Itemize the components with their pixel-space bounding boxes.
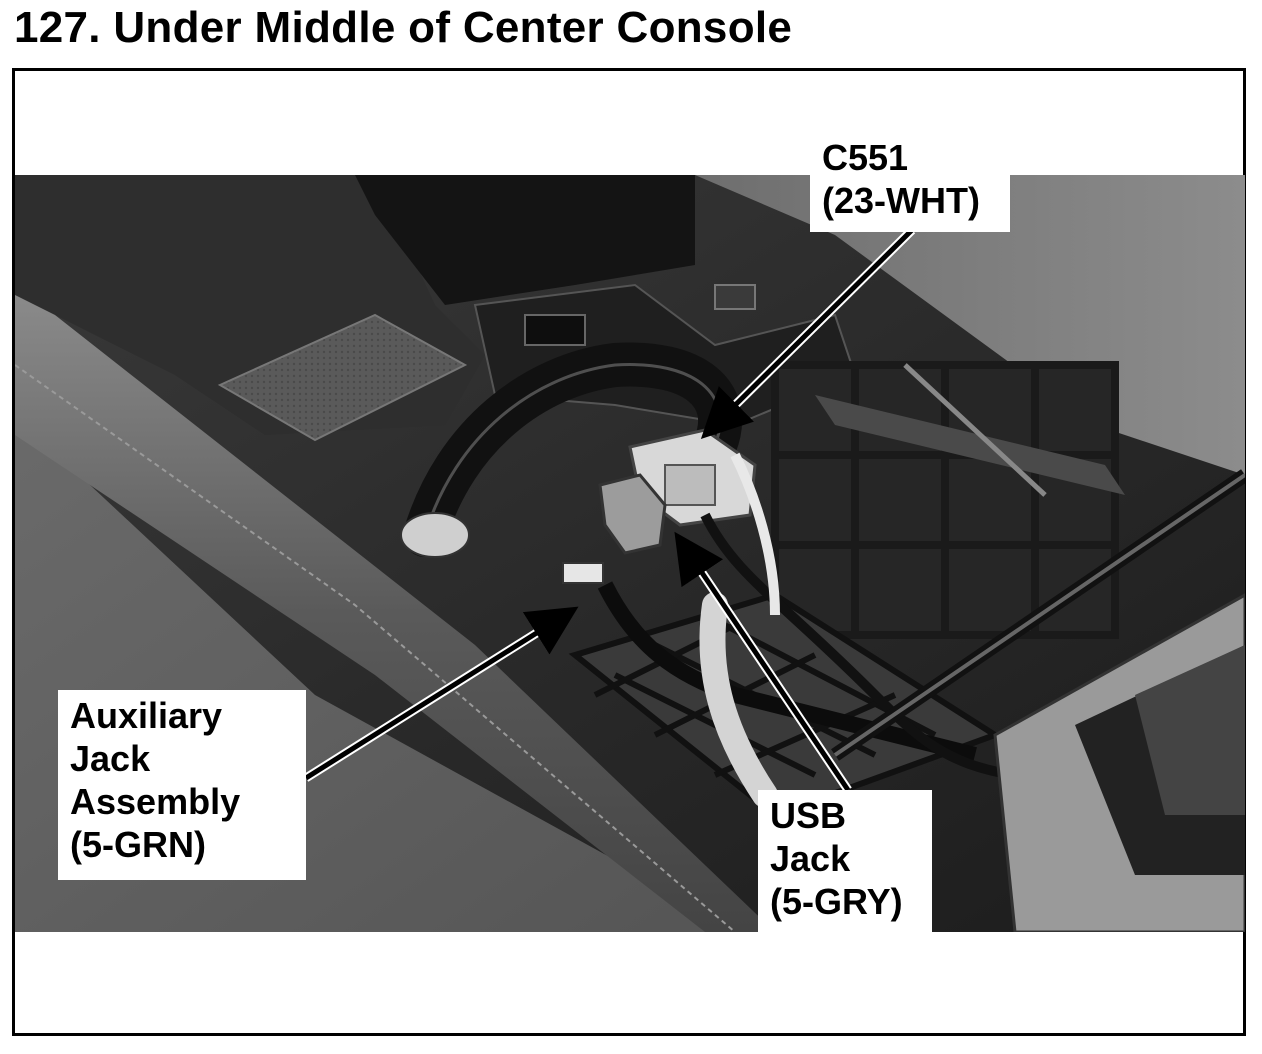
page-title: 127. Under Middle of Center Console [14, 3, 793, 52]
callout-c551-line1: C551 [822, 137, 909, 178]
callout-usb-jack: USB Jack (5-GRY) [758, 790, 932, 932]
callout-auxiliary-jack: Auxiliary Jack Assembly (5-GRN) [58, 690, 306, 880]
callout-aux-line1: Auxiliary [70, 695, 223, 736]
callout-aux-line2: Jack [70, 738, 151, 779]
callout-usb-line2: Jack [770, 838, 851, 879]
callout-c551: C551 (23-WHT) [810, 132, 1010, 232]
callout-aux-line4: (5-GRN) [70, 824, 206, 865]
callout-c551-line2: (23-WHT) [822, 180, 980, 221]
callout-aux-line3: Assembly [70, 781, 241, 822]
callout-usb-line3: (5-GRY) [770, 881, 903, 922]
callout-usb-line1: USB [770, 795, 847, 836]
